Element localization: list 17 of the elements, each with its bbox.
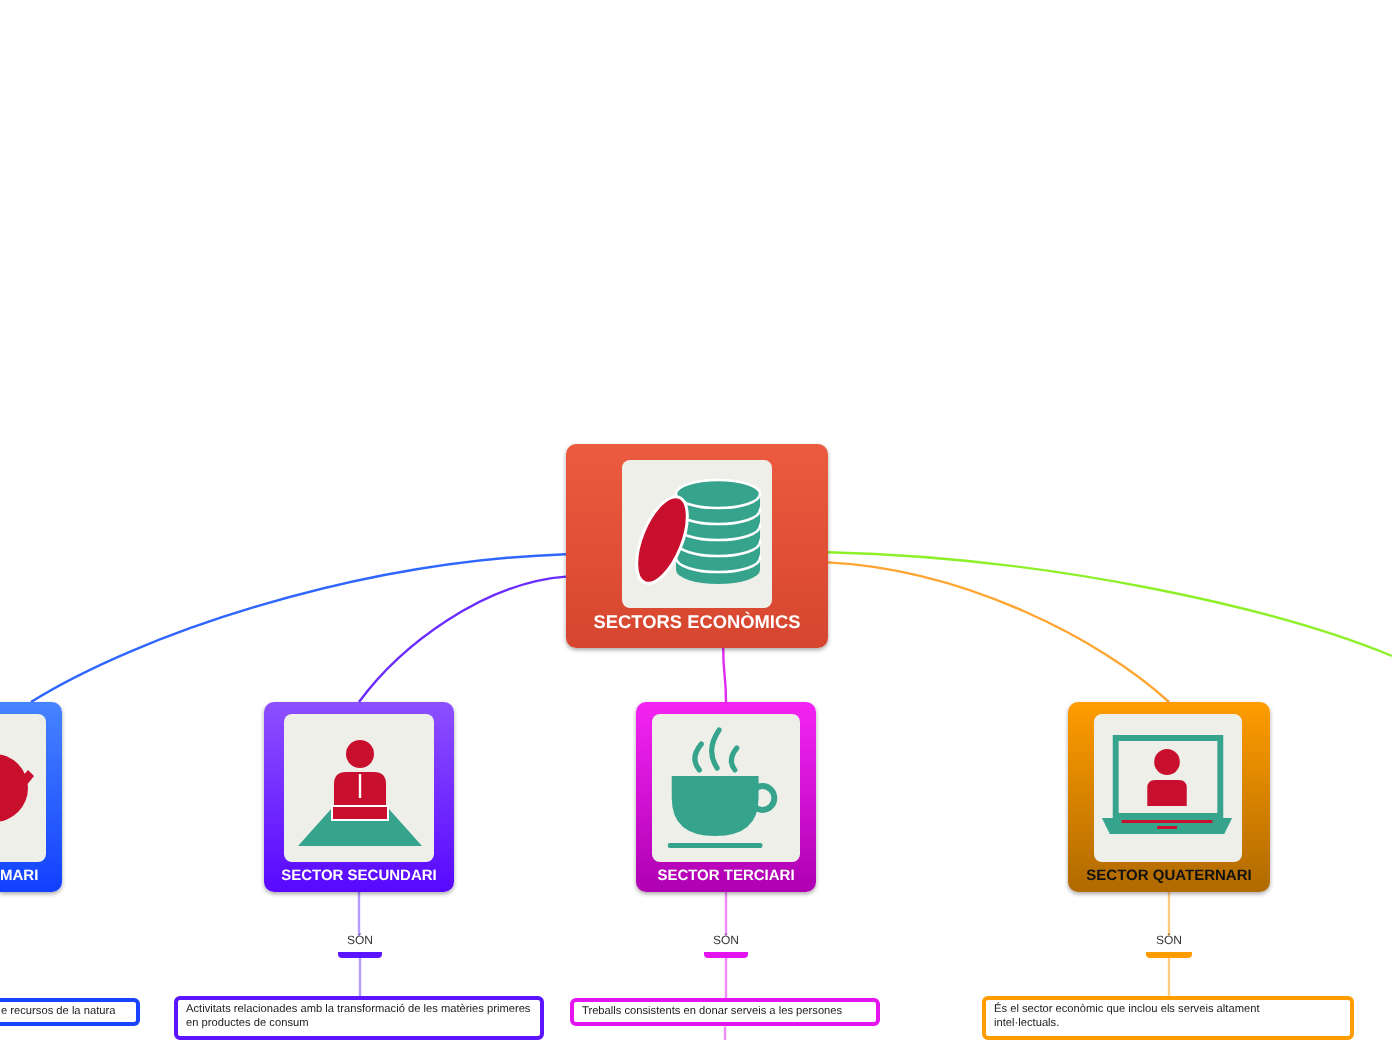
sector-card	[1068, 702, 1270, 892]
connector-line	[358, 575, 567, 703]
sector-card	[636, 702, 816, 892]
connector-line	[724, 892, 728, 936]
connector-line	[827, 561, 1170, 703]
topic-card	[566, 444, 828, 648]
sector-card	[264, 702, 454, 892]
sector-card	[0, 702, 62, 892]
topic-title: SECTORS ECONÒMICS	[593, 614, 801, 633]
connector-line	[724, 958, 728, 998]
connector-line	[1167, 958, 1171, 996]
connector-line	[827, 551, 1392, 658]
connector-line	[30, 553, 567, 704]
connector-line	[722, 648, 728, 702]
connector-line	[357, 892, 361, 936]
connector-line	[358, 958, 362, 996]
connector-line	[1167, 892, 1171, 936]
